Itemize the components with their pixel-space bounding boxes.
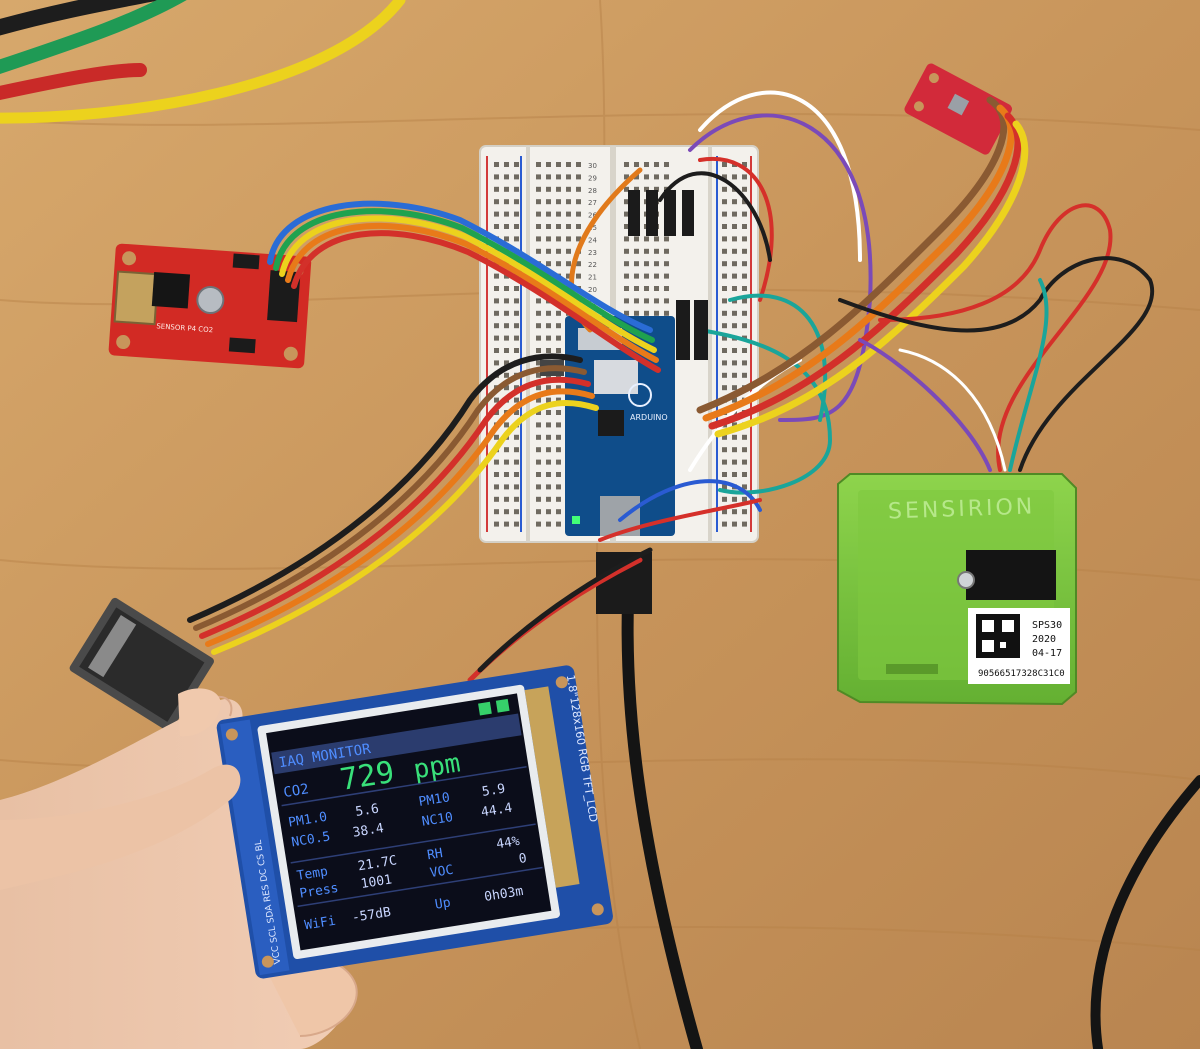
nc05-label: NC0.5 xyxy=(290,829,331,850)
uptime-label: Up xyxy=(434,895,452,912)
nc10-value: 44.4 xyxy=(480,801,513,821)
loose-wires-top-left xyxy=(0,0,406,124)
breadboard-row-label: 20 xyxy=(588,286,597,294)
co2-label: CO2 xyxy=(282,781,309,801)
ribbon-cable-display xyxy=(187,353,653,683)
breadboard-row-label: 22 xyxy=(588,261,597,269)
rh-value: 44% xyxy=(495,834,521,853)
wifi-value: -57dB xyxy=(351,905,392,926)
pm1-value: 5.6 xyxy=(354,802,380,820)
status-indicator-1 xyxy=(478,701,492,716)
co2-sensor-board: SENSOR P4 CO2 xyxy=(108,243,312,369)
pm-sensor-wires xyxy=(838,203,1155,472)
breadboard-row-label: 30 xyxy=(588,162,597,170)
breadboard-row-label: 23 xyxy=(588,249,597,257)
temp-value: 21.7C xyxy=(357,853,398,874)
nc10-label: NC10 xyxy=(421,810,454,830)
pm1-label: PM1.0 xyxy=(287,810,328,831)
pm-sensor-sps30: SENSIRION SPS30 2020 04-17 90566517328C3… xyxy=(837,473,1077,706)
ribbon-cable-bme xyxy=(696,96,1029,438)
arduino-silkscreen: ARDUINO xyxy=(630,413,668,422)
fingers xyxy=(0,688,241,890)
arduino-nano-board: ARDUINO xyxy=(565,316,675,536)
wifi-label: WiFi xyxy=(304,914,337,934)
ribbon-cable-co2 xyxy=(267,200,661,373)
breadboard-row-label: 26 xyxy=(588,212,597,220)
breadboard-row-label: 27 xyxy=(588,199,597,207)
pm-sensor-year: 2020 xyxy=(1032,634,1056,645)
breadboard-row-label: 21 xyxy=(588,274,597,282)
pm-sensor-serial: 90566517328C31C0 xyxy=(978,669,1065,679)
breadboard-row-label: 29 xyxy=(588,174,597,182)
tft-display-module: VCC SCL SDA RES DC CS BL 1.8"128x160 RGB… xyxy=(216,665,613,979)
header-connectors xyxy=(540,190,708,376)
pm10-label: PM10 xyxy=(418,790,451,810)
temp-label: Temp xyxy=(296,864,329,884)
status-indicator-2 xyxy=(495,698,510,713)
pm10-value: 5.9 xyxy=(481,781,507,799)
voc-value: 0 xyxy=(518,851,528,867)
co2-board-silkscreen: SENSOR P4 CO2 xyxy=(156,322,213,334)
breadboard-row-label: 24 xyxy=(588,236,597,244)
co2-value: 729 xyxy=(338,755,397,798)
nc05-value: 38.4 xyxy=(352,821,385,841)
pm-sensor-model: SPS30 xyxy=(1032,620,1062,631)
press-label: Press xyxy=(299,881,340,902)
breadboard-row-label: 25 xyxy=(588,224,597,232)
environment-sensor-board xyxy=(904,63,1012,155)
pin-connector-left xyxy=(69,597,214,732)
pm-sensor-date: 04-17 xyxy=(1032,648,1062,659)
co2-unit: ppm xyxy=(411,748,462,785)
rh-label: RH xyxy=(426,846,444,863)
voc-label: VOC xyxy=(429,863,455,881)
press-value: 1001 xyxy=(360,872,393,892)
pm-sensor-brand: SENSIRION xyxy=(888,494,1036,524)
breadboard-row-label: 28 xyxy=(588,187,597,195)
jumper-wires xyxy=(569,90,873,542)
uptime-value: 0h03m xyxy=(483,884,524,905)
